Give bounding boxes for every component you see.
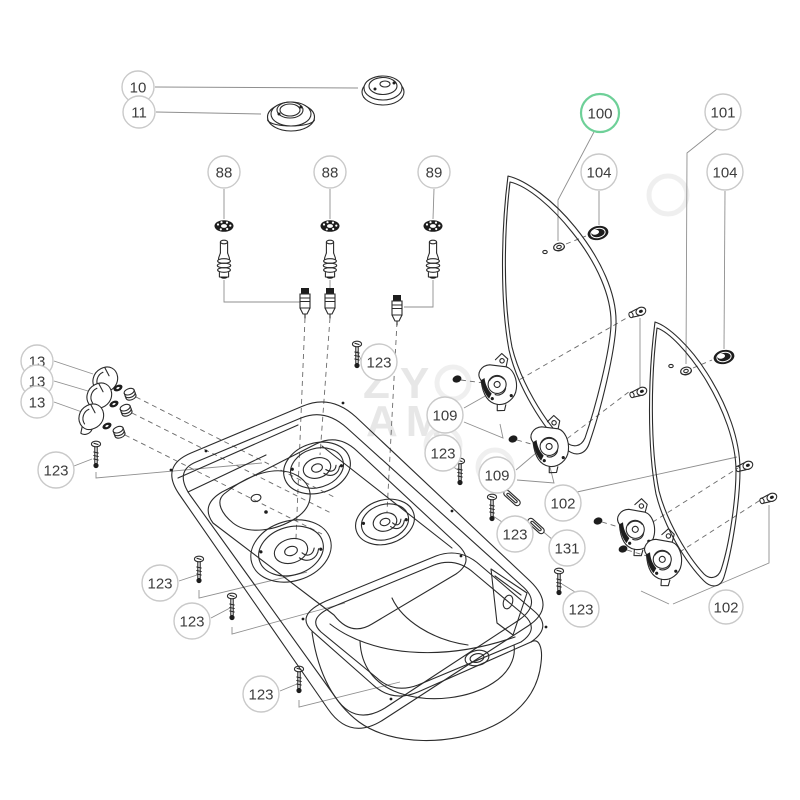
callout-88-1: 88	[207, 155, 241, 189]
callout-123-7-label: 123	[568, 602, 593, 619]
screw-7	[293, 665, 305, 694]
washer-2	[679, 365, 693, 377]
screw-2	[351, 340, 363, 369]
glass-lid-1	[501, 175, 617, 455]
hinge-109-b	[525, 413, 577, 478]
callout-123-1-label: 123	[43, 463, 68, 480]
grommet-1	[585, 223, 611, 243]
burner-cap-small	[361, 75, 405, 106]
callout-123-3-label: 123	[430, 446, 455, 463]
hinge-bush-3	[593, 517, 603, 525]
callout-104-2-label: 104	[712, 165, 737, 182]
callout-123-2: 123	[360, 343, 398, 381]
burner-left	[250, 519, 332, 583]
callout-123-5-label: 123	[147, 576, 172, 593]
hinge-pin-2	[628, 385, 649, 400]
callouts: 10 11 88 88 89 100 101 104 104 13 13 13 …	[20, 70, 744, 713]
screw-1	[90, 440, 102, 469]
callout-89-label: 89	[426, 165, 443, 182]
hinge-bush-2	[508, 435, 518, 443]
ignition-column-1	[214, 220, 311, 319]
glass-lid-2	[648, 321, 741, 587]
callout-123-2-label: 123	[366, 355, 391, 372]
callout-88-1-label: 88	[216, 165, 233, 182]
callout-11: 11	[122, 95, 156, 129]
callout-100-label: 100	[587, 106, 612, 123]
burner-right	[355, 498, 415, 546]
callout-131: 131	[548, 529, 586, 567]
callout-109-2: 109	[478, 456, 516, 494]
knob-nut-1	[122, 386, 138, 402]
callout-123-3: 123	[424, 434, 462, 472]
hob-sink-unit	[169, 401, 548, 742]
callout-13-3-label: 13	[29, 395, 46, 412]
callout-123-8-label: 123	[248, 687, 273, 704]
callout-104-1: 104	[580, 153, 618, 191]
strip-131-a	[502, 488, 522, 508]
hinge-pin-3	[734, 459, 755, 474]
assembly-dashed-lines	[124, 235, 763, 558]
callout-109-1-label: 109	[432, 408, 457, 425]
burner-cap-large	[266, 101, 316, 132]
hinge-pin-1	[627, 305, 648, 320]
callout-109-1: 109	[426, 396, 464, 434]
callout-123-4: 123	[496, 515, 534, 553]
leader-lines	[53, 86, 770, 708]
callout-101: 101	[704, 93, 742, 131]
callout-102-2-label: 102	[713, 600, 738, 617]
rim-screw-holes	[169, 401, 548, 701]
washer-1	[552, 241, 566, 253]
callout-88-2: 88	[313, 155, 347, 189]
callout-123-4-label: 123	[502, 527, 527, 544]
callout-100-green-ring	[579, 92, 621, 134]
callout-13-3: 13	[20, 385, 54, 419]
callout-104-2: 104	[706, 153, 744, 191]
callout-102-1-label: 102	[550, 496, 575, 513]
callout-102-1: 102	[544, 484, 582, 522]
hinge-bush-1	[452, 375, 462, 383]
sink-bowl	[305, 552, 544, 742]
knob-nut-3	[111, 424, 127, 440]
screw-8	[553, 567, 565, 596]
callout-10-label: 10	[130, 80, 147, 97]
callout-104-1-label: 104	[586, 165, 611, 182]
screw-5	[193, 555, 205, 584]
callout-123-6: 123	[173, 602, 211, 640]
callout-10: 10	[121, 70, 155, 104]
callout-109-2-label: 109	[484, 468, 509, 485]
callout-102-2: 102	[708, 589, 744, 625]
burner-top	[283, 441, 351, 495]
callout-123-7: 123	[562, 590, 600, 628]
callout-123-8: 123	[242, 675, 280, 713]
grommet-2	[711, 347, 737, 367]
watermark: ZY AM	[363, 173, 690, 487]
callout-123-1: 123	[37, 451, 75, 489]
ignition-column-2	[320, 220, 340, 319]
callout-123-5: 123	[141, 564, 179, 602]
callout-101-label: 101	[710, 105, 735, 122]
knob-oring-3	[101, 421, 113, 431]
hinge-pin-4	[758, 491, 779, 506]
knob-nut-2	[118, 402, 134, 418]
screw-6	[226, 592, 238, 621]
callout-89: 89	[417, 155, 451, 189]
callout-123-6-label: 123	[179, 614, 204, 631]
callout-100-highlighted: 100	[579, 92, 621, 134]
callout-131-label: 131	[554, 541, 579, 558]
ignition-column-3	[391, 220, 443, 326]
callout-88-2-label: 88	[322, 165, 339, 182]
hinge-bush-4	[618, 545, 628, 553]
callout-11-label: 11	[131, 105, 147, 122]
